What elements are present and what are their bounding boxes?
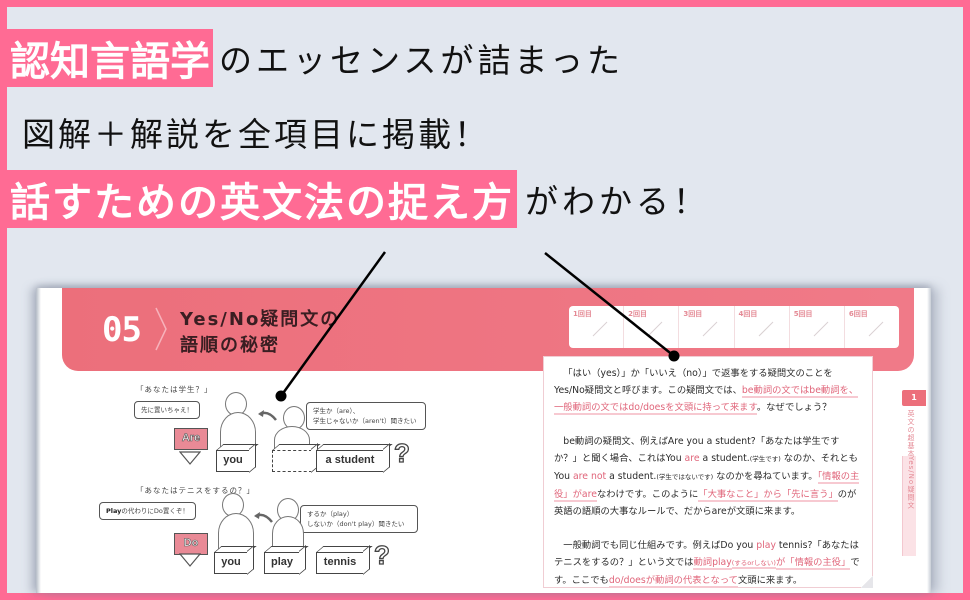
text-span: a student. bbox=[699, 453, 750, 464]
aux-word-box-are: Are bbox=[174, 428, 208, 450]
text-span: 一般動詞でも同じ仕組みです。例えばDo you bbox=[563, 540, 757, 551]
down-arrow-icon bbox=[179, 451, 201, 465]
review-checkbox-3[interactable]: 3回目 bbox=[679, 306, 735, 348]
text-span: です。ここでも bbox=[554, 557, 860, 586]
slash-icon bbox=[868, 321, 884, 337]
text-span: なのかを尋ねています。 bbox=[713, 471, 818, 482]
paragraph-2: be動詞の疑問文、例えばAre you a student?「あなたは学生ですか… bbox=[554, 433, 862, 520]
diagram-2-left-bubble: Playの代わりにDo置くぞ！ bbox=[99, 502, 196, 520]
checkbox-label: 5回目 bbox=[793, 310, 813, 318]
highlight-span: be動詞の文ではbe動詞を、一般動詞の文ではdo/doesを文頭に持って来ます bbox=[554, 385, 859, 415]
text-span: なわけです。このように bbox=[596, 489, 699, 500]
diagram-1-caption: 「あなたは学生？」 bbox=[136, 385, 213, 394]
small-span: (学生です) bbox=[749, 455, 781, 463]
bubble-line: 学生か（are）、 bbox=[313, 407, 360, 415]
bubble-bold: Play bbox=[106, 507, 122, 515]
headline-line-1: 認知言語学 のエッセンスが詰まった bbox=[7, 27, 624, 89]
book-spread: 05 Yes/No疑問文の 語順の秘密 1回目 2回目 3回目 4回目 bbox=[36, 288, 931, 593]
diagram-1-right-bubble: 学生か（are）、 学生じゃないか（aren't）聞きたい bbox=[306, 402, 426, 430]
highlight-span: 動詞play bbox=[693, 557, 732, 570]
text-span: 。なぜでしょう？ bbox=[756, 402, 832, 413]
bubble-line: するか（play） bbox=[307, 510, 354, 518]
text-span: tennis?「あなたはテニスをするの？」という文では bbox=[554, 540, 859, 568]
side-section-label: 英文の超基本 bbox=[907, 410, 915, 458]
checkbox-label: 2回目 bbox=[628, 310, 648, 318]
word-box-you: you bbox=[214, 552, 248, 574]
paragraph-3: 一般動詞でも同じ仕組みです。例えばDo you play tennis?「あなた… bbox=[554, 537, 862, 589]
down-arrow-icon bbox=[179, 553, 201, 567]
slash-icon bbox=[702, 321, 718, 337]
page-edge bbox=[927, 288, 931, 593]
checkbox-label: 3回目 bbox=[683, 310, 703, 318]
review-checkbox-4[interactable]: 4回目 bbox=[735, 306, 790, 348]
diagram-2-caption: 「あなたはテニスをするの？」 bbox=[136, 486, 255, 495]
word-box-empty-slot bbox=[272, 450, 312, 472]
slash-icon bbox=[813, 321, 829, 337]
paragraph-1: 「はい（yes）」か「いいえ（no）」で返事をする疑問文のことをYes/No疑問… bbox=[554, 365, 862, 416]
word-box-tennis: tennis bbox=[316, 552, 364, 574]
text-span: a student. bbox=[606, 471, 657, 482]
bubble-line: しないか（don't play）聞きたい bbox=[307, 520, 405, 528]
slash-icon bbox=[592, 321, 608, 337]
review-checkboxes: 1回目 2回目 3回目 4回目 5回目 6回目 bbox=[569, 306, 899, 348]
diagram-2-right-bubble: するか（play） しないか（don't play）聞きたい bbox=[300, 505, 418, 533]
checkbox-label: 4回目 bbox=[738, 310, 758, 318]
word-box-a-student: a student bbox=[316, 450, 384, 472]
highlight-span: play bbox=[756, 540, 776, 551]
bubble-line: 学生じゃないか（aren't）聞きたい bbox=[313, 417, 417, 425]
headline-rest-3: がわかる！ bbox=[525, 182, 710, 221]
chapter-side-tab: 1 bbox=[902, 390, 926, 406]
slash-icon bbox=[758, 321, 773, 337]
text-span: be動詞の疑問文、例えばAre you a student?「あなたは学生ですか… bbox=[554, 436, 840, 464]
word-box-you: you bbox=[216, 450, 250, 472]
review-checkbox-1[interactable]: 1回目 bbox=[569, 306, 625, 348]
highlight-span: 「大事なこと」から「先に言う」 bbox=[698, 489, 838, 502]
text-span: 「はい（yes）」か「いいえ（no）」で返事をする疑問文のことをYes/No疑問… bbox=[554, 368, 833, 396]
small-span: (するorしない) bbox=[731, 559, 776, 569]
highlight-span: do/doesが動詞の代表となって bbox=[608, 575, 738, 588]
checkbox-label: 6回目 bbox=[848, 310, 868, 318]
chapter-number: 05 bbox=[102, 310, 142, 350]
review-checkbox-2[interactable]: 2回目 bbox=[624, 306, 680, 348]
chapter-title-line-2: 語順の秘密 bbox=[180, 335, 280, 356]
diagram-1-left-bubble: 先に置いちゃえ！ bbox=[134, 401, 200, 419]
chapter-title-line-1: Yes/No疑問文の bbox=[180, 309, 341, 330]
checkbox-label: 1回目 bbox=[573, 310, 592, 318]
headline-line-2: 図解＋解説を全項目に掲載！ bbox=[22, 115, 490, 154]
headline-highlight-1: 認知言語学 bbox=[7, 29, 213, 87]
explanation-text-card: 「はい（yes）」か「いいえ（no）」で返事をする疑問文のことをYes/No疑問… bbox=[543, 356, 873, 588]
question-mark-icon: ? bbox=[393, 437, 410, 468]
review-checkbox-5[interactable]: 5回目 bbox=[790, 306, 845, 348]
small-span: (学生ではないです) bbox=[656, 473, 714, 481]
headline-highlight-3: 話すための英文法の捉え方 bbox=[7, 170, 517, 228]
text-span: なのか、それともYou bbox=[554, 453, 858, 482]
bubble-rest: の代わりにDo置くぞ！ bbox=[121, 507, 189, 515]
page-edge bbox=[36, 288, 41, 593]
highlight-span: 「情報の主役」がare bbox=[554, 471, 860, 502]
slash-icon bbox=[647, 321, 663, 337]
text-span: 文頭に来ます。 bbox=[737, 575, 803, 586]
text-span: のが英語の語順の大事なルールで、だからareが文頭に来ます。 bbox=[554, 489, 857, 517]
question-mark-icon: ? bbox=[373, 539, 390, 570]
highlight-span: are bbox=[684, 453, 700, 464]
headline-line-3: 話すための英文法の捉え方 がわかる！ bbox=[7, 168, 710, 230]
review-checkbox-6[interactable]: 6回目 bbox=[845, 306, 899, 348]
chevron-right-icon bbox=[155, 307, 167, 351]
highlight-span: are not bbox=[572, 471, 607, 482]
word-box-play: play bbox=[264, 552, 300, 574]
highlight-span: が「情報の主役」 bbox=[775, 557, 851, 570]
curved-arrow-icon bbox=[258, 410, 277, 421]
headline-rest-1: のエッセンスが詰まった bbox=[219, 41, 625, 80]
chapter-title: Yes/No疑問文の 語順の秘密 bbox=[180, 307, 340, 359]
curved-arrow-icon bbox=[254, 512, 273, 523]
page-curl-icon bbox=[861, 576, 873, 588]
side-current-label: Yes/No疑問文 bbox=[902, 456, 916, 556]
